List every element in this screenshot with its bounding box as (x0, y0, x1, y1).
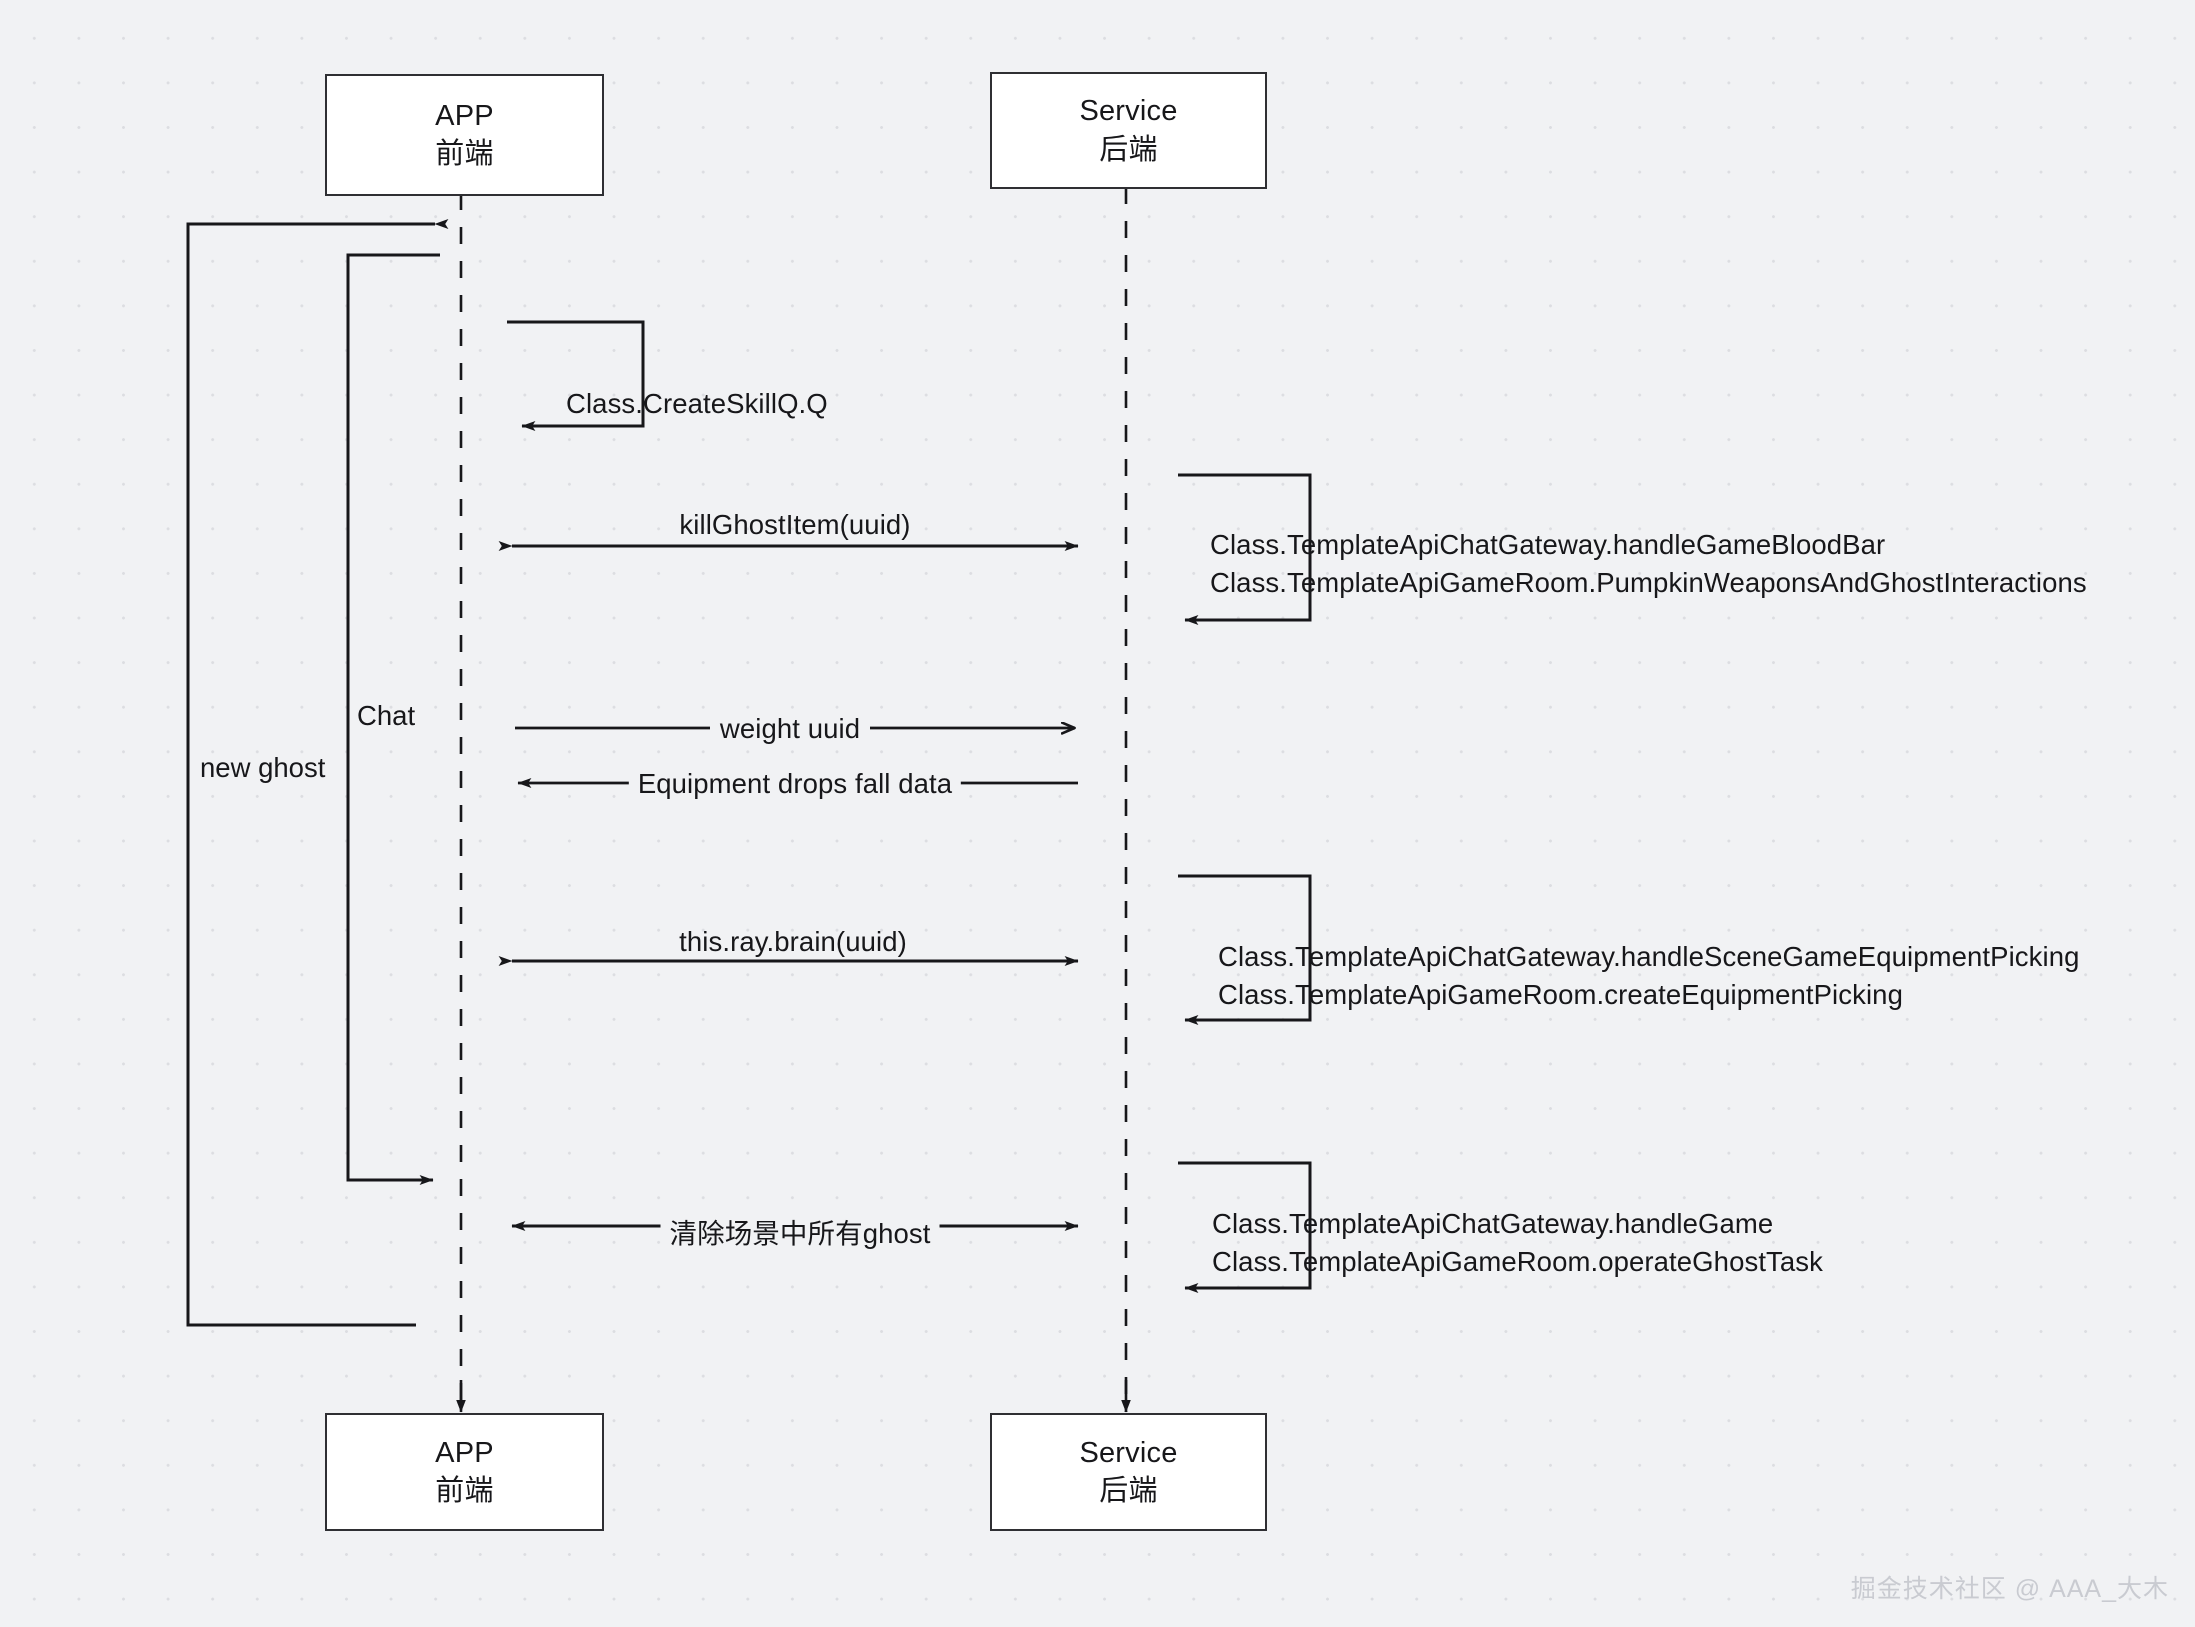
actor-app-subtitle: 前端 (435, 138, 494, 170)
label-kill-ghost-item: killGhostItem(uuid) (679, 509, 911, 540)
arrow-new-ghost (186, 218, 449, 1327)
actor-app-title-bottom: APP (435, 1436, 494, 1469)
label-ghost-task-line2: Class.TemplateApiGameRoom.operateGhostTa… (1212, 1246, 1823, 1277)
arrow-create-skill (507, 320, 645, 431)
label-new-ghost: new ghost (200, 752, 326, 783)
arrow-operate-ghost-task (1178, 1161, 1312, 1293)
actor-service-subtitle: 后端 (1099, 133, 1158, 166)
label-blood-bar-line2: Class.TemplateApiGameRoom.PumpkinWeapons… (1210, 567, 2087, 598)
actor-box-app-bottom[interactable]: APP 前端 (325, 1413, 604, 1531)
label-picking-line1: Class.TemplateApiChatGateway.handleScene… (1218, 941, 2080, 972)
label-picking-line2: Class.TemplateApiGameRoom.createEquipmen… (1218, 979, 1903, 1010)
label-create-skill: Class.CreateSkillQ.Q (566, 388, 828, 419)
actor-app-subtitle-bottom: 前端 (435, 1475, 494, 1507)
actor-box-app-top[interactable]: APP 前端 (325, 74, 604, 196)
watermark: 掘金技术社区 @ AAA_大木 (1850, 1575, 2169, 1603)
actor-app-title: APP (435, 99, 494, 132)
label-ray-brain: this.ray.brain(uuid) (679, 926, 907, 957)
arrow-scene-equipment-picking (1178, 874, 1312, 1025)
label-ghost-task-line1: Class.TemplateApiChatGateway.handleGame (1212, 1208, 1774, 1239)
actor-service-title-bottom: Service (1079, 1436, 1178, 1469)
label-equipment-drops: Equipment drops fall data (628, 768, 962, 800)
actor-box-service-top[interactable]: Service 后端 (990, 72, 1267, 189)
arrow-handle-game-blood-bar (1178, 473, 1312, 625)
label-clear-ghosts: 清除场景中所有ghost (660, 1211, 940, 1251)
label-blood-bar-line1: Class.TemplateApiChatGateway.handleGameB… (1210, 529, 1886, 560)
label-weight-uuid: weight uuid (710, 713, 870, 745)
arrow-chat (346, 253, 440, 1186)
actor-service-title: Service (1079, 95, 1178, 128)
label-chat: Chat (357, 700, 416, 731)
actor-service-subtitle-bottom: 后端 (1099, 1475, 1158, 1507)
actor-box-service-bottom[interactable]: Service 后端 (990, 1413, 1267, 1531)
